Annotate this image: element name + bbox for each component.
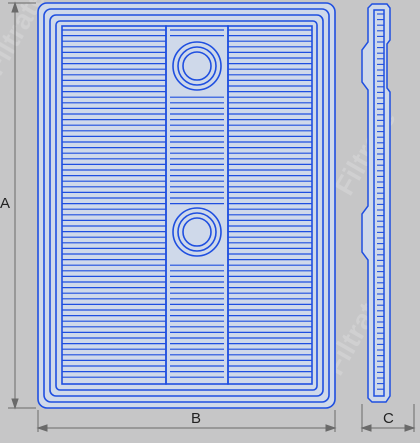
right-fins [228, 29, 312, 378]
front-view [37, 2, 336, 409]
dimension-lines [8, 1, 416, 432]
dim-a-arrow-top [11, 1, 19, 13]
dim-a-arrow-bottom [11, 398, 19, 410]
dim-b-arrow-left [36, 424, 48, 432]
dimension-label-b: B [191, 410, 202, 427]
bottom-mounting-hole [172, 207, 222, 257]
side-profile-inner [373, 9, 385, 397]
dimension-label-a: A [0, 195, 11, 212]
inner-frame [55, 20, 318, 391]
right-fin-block [227, 25, 313, 385]
frame-line-3 [49, 14, 324, 397]
dim-c-arrow-left [360, 424, 372, 432]
center-fins [170, 29, 224, 378]
top-mounting-hole [172, 41, 222, 91]
outer-frame [37, 2, 336, 409]
dim-b-arrow-right [325, 424, 337, 432]
dim-c-arrow-right [404, 424, 416, 432]
side-ribs [377, 13, 384, 390]
left-fins [62, 29, 166, 378]
watermark-text-2: Filtrate [328, 104, 402, 200]
frame-line-2 [43, 8, 330, 403]
dimension-label-c: C [383, 410, 394, 427]
side-view [361, 3, 391, 403]
